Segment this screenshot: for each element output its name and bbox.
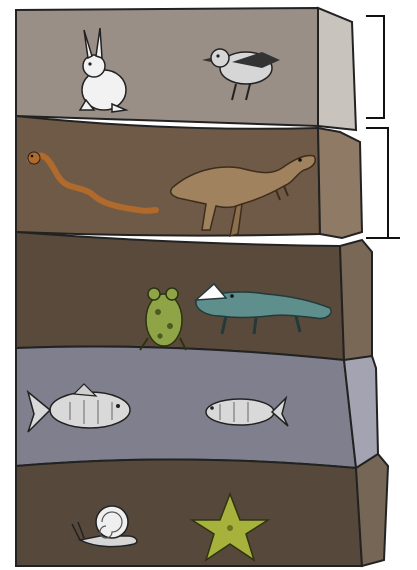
bracket-middle (366, 128, 400, 238)
bracket-top (366, 16, 384, 118)
layer-1 (16, 8, 356, 130)
layer-5 (16, 454, 388, 566)
layer-3 (16, 232, 372, 362)
